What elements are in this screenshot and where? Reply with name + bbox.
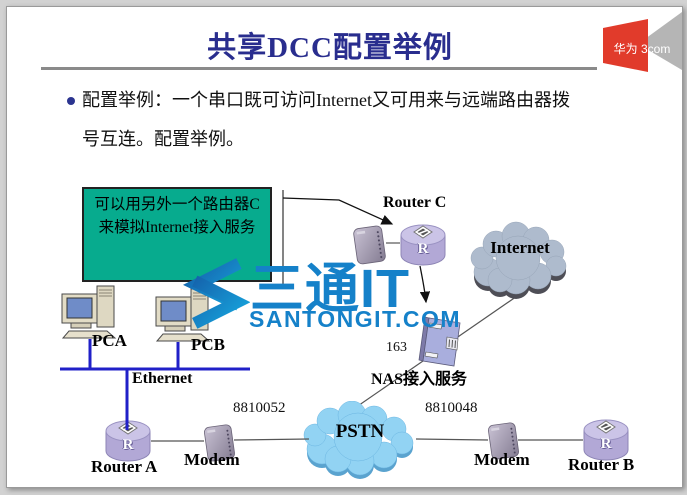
phone-number-b-label: 8810048	[425, 400, 478, 416]
nas-server-icon	[413, 314, 465, 372]
callout-line2: 来模拟Internet接入服务	[98, 219, 256, 236]
bullet-text-line1: 配置举例：一个串口既可访问Internet又可用来与远端路由器拨	[82, 90, 570, 110]
modem-c-icon	[351, 223, 387, 267]
internet-cloud-icon: Internet	[468, 220, 572, 302]
nas-number-label: 163	[386, 340, 407, 355]
router-b-letter: R	[600, 436, 612, 452]
pcb-label: PCB	[191, 335, 225, 354]
pstn-label: PSTN	[335, 421, 385, 442]
router-c-label: Router C	[383, 194, 447, 211]
bullet-dot-icon	[67, 97, 75, 105]
nas-label: NAS接入服务	[371, 371, 468, 388]
router-b-label: Router B	[568, 455, 635, 474]
ethernet-label: Ethernet	[132, 370, 193, 387]
router-a-letter: R	[122, 437, 134, 453]
modem-b-label: Modem	[474, 450, 530, 469]
callout-box: 可以用另外一个路由器C 来模拟Internet接入服务	[82, 187, 272, 282]
router-c-letter: R	[417, 241, 429, 257]
pca-label: PCA	[92, 331, 127, 350]
modem-a-label: Modem	[184, 450, 240, 469]
router-a-icon: R	[103, 416, 153, 464]
pstn-cloud-icon: PSTN	[300, 401, 420, 479]
callout-line1: 可以用另外一个路由器C	[94, 196, 260, 213]
bullet-text-line2: 号互连。配置举例。	[82, 129, 244, 149]
router-a-label: Router A	[91, 457, 158, 476]
title-divider	[41, 67, 597, 70]
slide-title: 共享DCC配置举例	[207, 32, 453, 64]
router-c-icon: R	[398, 220, 448, 268]
router-b-icon: R	[581, 415, 631, 463]
internet-label: Internet	[490, 238, 550, 257]
huawei-3com-logo-text: 华为 3com	[613, 42, 671, 56]
huawei-3com-logo-icon	[603, 12, 682, 72]
phone-number-a-label: 8810052	[233, 400, 286, 416]
